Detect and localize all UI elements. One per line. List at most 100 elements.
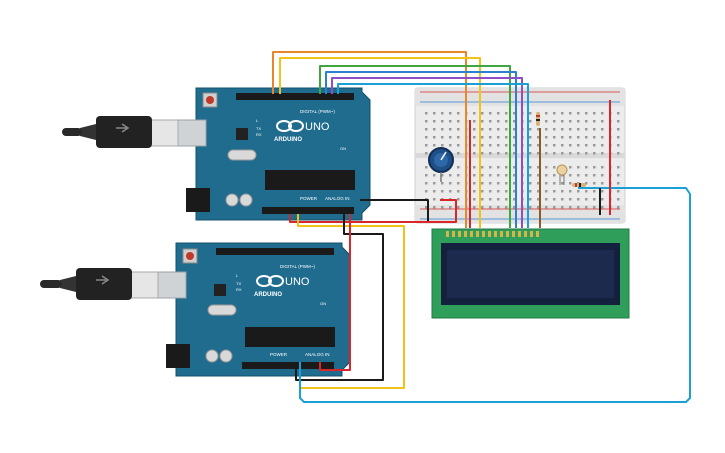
breadboard-hole [449, 112, 452, 115]
breadboard-hole [553, 144, 556, 147]
breadboard-hole [425, 136, 428, 139]
lcd-pin [464, 231, 467, 237]
wire-red [289, 199, 457, 223]
breadboard[interactable] [414, 87, 626, 224]
breadboard-hole [545, 120, 548, 123]
led-tx-label: TX [256, 126, 261, 131]
breadboard-hole [585, 120, 588, 123]
breadboard-hole [553, 152, 556, 155]
breadboard-hole [513, 182, 516, 185]
breadboard-hole [449, 206, 452, 209]
breadboard-hole [537, 166, 540, 169]
breadboard-hole [529, 152, 532, 155]
breadboard-hole [529, 166, 532, 169]
lcd-pin [524, 231, 527, 237]
breadboard-hole [473, 206, 476, 209]
breadboard-hole [473, 166, 476, 169]
breadboard-hole [577, 190, 580, 193]
breadboard-hole [505, 144, 508, 147]
breadboard-hole [425, 166, 428, 169]
lcd-pin [482, 231, 485, 237]
breadboard-hole [569, 166, 572, 169]
breadboard-hole [505, 198, 508, 201]
breadboard-hole [473, 174, 476, 177]
breadboard-hole [601, 136, 604, 139]
breadboard-hole [505, 166, 508, 169]
photoresistor-icon[interactable] [556, 164, 568, 185]
resistor-icon[interactable] [536, 112, 586, 187]
breadboard-hole [617, 206, 620, 209]
breadboard-hole [449, 190, 452, 193]
breadboard-hole [545, 174, 548, 177]
breadboard-hole [449, 144, 452, 147]
lcd-pin [488, 231, 491, 237]
breadboard-hole [529, 174, 532, 177]
breadboard-hole [433, 174, 436, 177]
breadboard-hole [569, 182, 572, 185]
breadboard-hole [553, 182, 556, 185]
breadboard-hole [433, 206, 436, 209]
breadboard-hole [481, 166, 484, 169]
breadboard-hole [497, 144, 500, 147]
breadboard-hole [561, 152, 564, 155]
breadboard-hole [577, 174, 580, 177]
breadboard-hole [617, 136, 620, 139]
led-on-label: ON [320, 301, 326, 306]
breadboard-hole [569, 206, 572, 209]
digital-label: DIGITAL (PWM~) [280, 264, 315, 269]
breadboard-hole [569, 112, 572, 115]
breadboard-hole [569, 190, 572, 193]
breadboard-hole [497, 152, 500, 155]
reset-button-icon[interactable] [202, 92, 218, 108]
breadboard-hole [537, 136, 540, 139]
breadboard-hole [489, 174, 492, 177]
breadboard-hole [441, 182, 444, 185]
breadboard-hole [433, 112, 436, 115]
reset-button-icon[interactable] [182, 248, 198, 264]
arduino-uno-bottom[interactable]: ARDUINO UNO DIGITAL (PWM~) POWER ANALOG … [157, 242, 351, 377]
breadboard-hole [425, 128, 428, 131]
potentiometer-icon[interactable] [428, 147, 454, 182]
breadboard-hole [537, 174, 540, 177]
breadboard-hole [473, 136, 476, 139]
breadboard-hole [513, 198, 516, 201]
lcd-pin [452, 231, 455, 237]
breadboard-hole [481, 128, 484, 131]
breadboard-hole [561, 182, 564, 185]
breadboard-hole [561, 198, 564, 201]
breadboard-hole [585, 152, 588, 155]
usb-plug-icon [62, 116, 179, 148]
breadboard-hole [553, 128, 556, 131]
breadboard-hole [601, 174, 604, 177]
breadboard-hole [457, 166, 460, 169]
breadboard-hole [473, 128, 476, 131]
breadboard-hole [449, 136, 452, 139]
breadboard-hole [425, 190, 428, 193]
breadboard-hole [617, 182, 620, 185]
breadboard-hole [545, 144, 548, 147]
wire-black-2 [295, 214, 384, 381]
breadboard-hole [489, 166, 492, 169]
breadboard-hole [569, 152, 572, 155]
lcd-header-pins [446, 231, 539, 237]
breadboard-hole [497, 128, 500, 131]
breadboard-hole [593, 166, 596, 169]
breadboard-hole [497, 190, 500, 193]
breadboard-hole [585, 166, 588, 169]
lcd-pin [500, 231, 503, 237]
usb-plug-icon [40, 268, 159, 300]
led-tx-label: TX [236, 281, 241, 286]
breadboard-hole [585, 182, 588, 185]
breadboard-hole [457, 190, 460, 193]
breadboard-hole [577, 128, 580, 131]
breadboard-hole [505, 174, 508, 177]
breadboard-hole [601, 190, 604, 193]
breadboard-hole [473, 144, 476, 147]
arduino-uno-top[interactable]: ARDUINO UNO DIGITAL (PWM~) POWER ANALOG … [177, 87, 371, 221]
arduino-logo: ARDUINO UNO [274, 120, 330, 143]
lcd-display-icon[interactable] [431, 228, 630, 319]
breadboard-hole [497, 120, 500, 123]
breadboard-hole [481, 120, 484, 123]
breadboard-hole [441, 128, 444, 131]
